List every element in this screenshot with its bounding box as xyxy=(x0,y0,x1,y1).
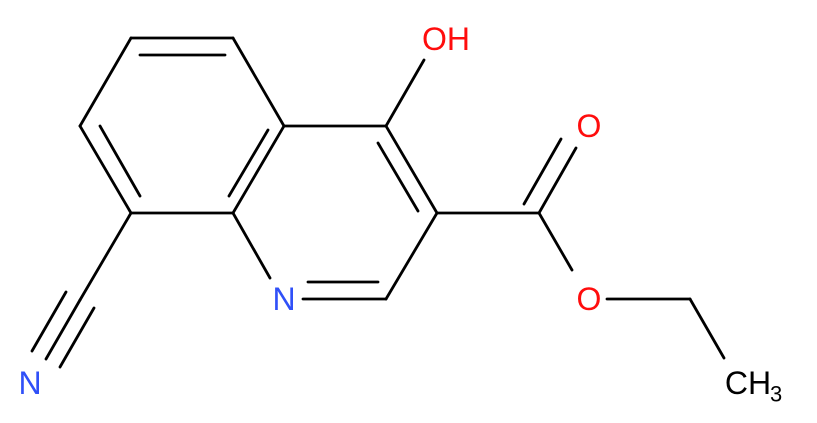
bond-carbonyl-o-ester xyxy=(537,211,574,272)
bond-c8-cn xyxy=(78,211,133,302)
bond-c7-c8 xyxy=(78,124,133,215)
carbonyl-oxygen-label: O xyxy=(577,108,602,144)
ring-nitrogen-label: N xyxy=(272,281,295,317)
bond-cn-triple-2 xyxy=(58,306,96,369)
hydroxyl-label: OH xyxy=(422,21,470,57)
bonds xyxy=(30,36,726,369)
methyl-label: CH xyxy=(725,365,771,401)
bond-cn-triple-1 xyxy=(44,298,82,361)
bond-c4-c3-inner xyxy=(376,141,420,213)
bond-c8a-c4a-inner xyxy=(227,128,270,198)
bond-ch2-ch3 xyxy=(688,297,726,360)
bond-c4-c3 xyxy=(384,124,439,215)
bond-c6-c7 xyxy=(78,36,133,128)
bond-c4a-c5 xyxy=(231,36,286,128)
methyl-subscript: 3 xyxy=(770,382,782,407)
bond-c4-oh xyxy=(384,58,426,128)
bond-cn-triple-3 xyxy=(30,290,68,353)
atom-labels: OH N N O O CH 3 xyxy=(18,21,782,407)
nitrile-nitrogen-label: N xyxy=(18,365,41,401)
bond-c8a-c4a xyxy=(231,124,286,215)
bond-carbonyl-o-double-2 xyxy=(522,137,563,206)
bond-c3-c2 xyxy=(384,211,439,301)
bond-c7-c8-inner xyxy=(98,124,142,198)
bond-carbonyl-o-double-1 xyxy=(537,146,578,215)
ester-oxygen-label: O xyxy=(577,281,602,317)
bond-n1-c8a xyxy=(231,211,272,280)
